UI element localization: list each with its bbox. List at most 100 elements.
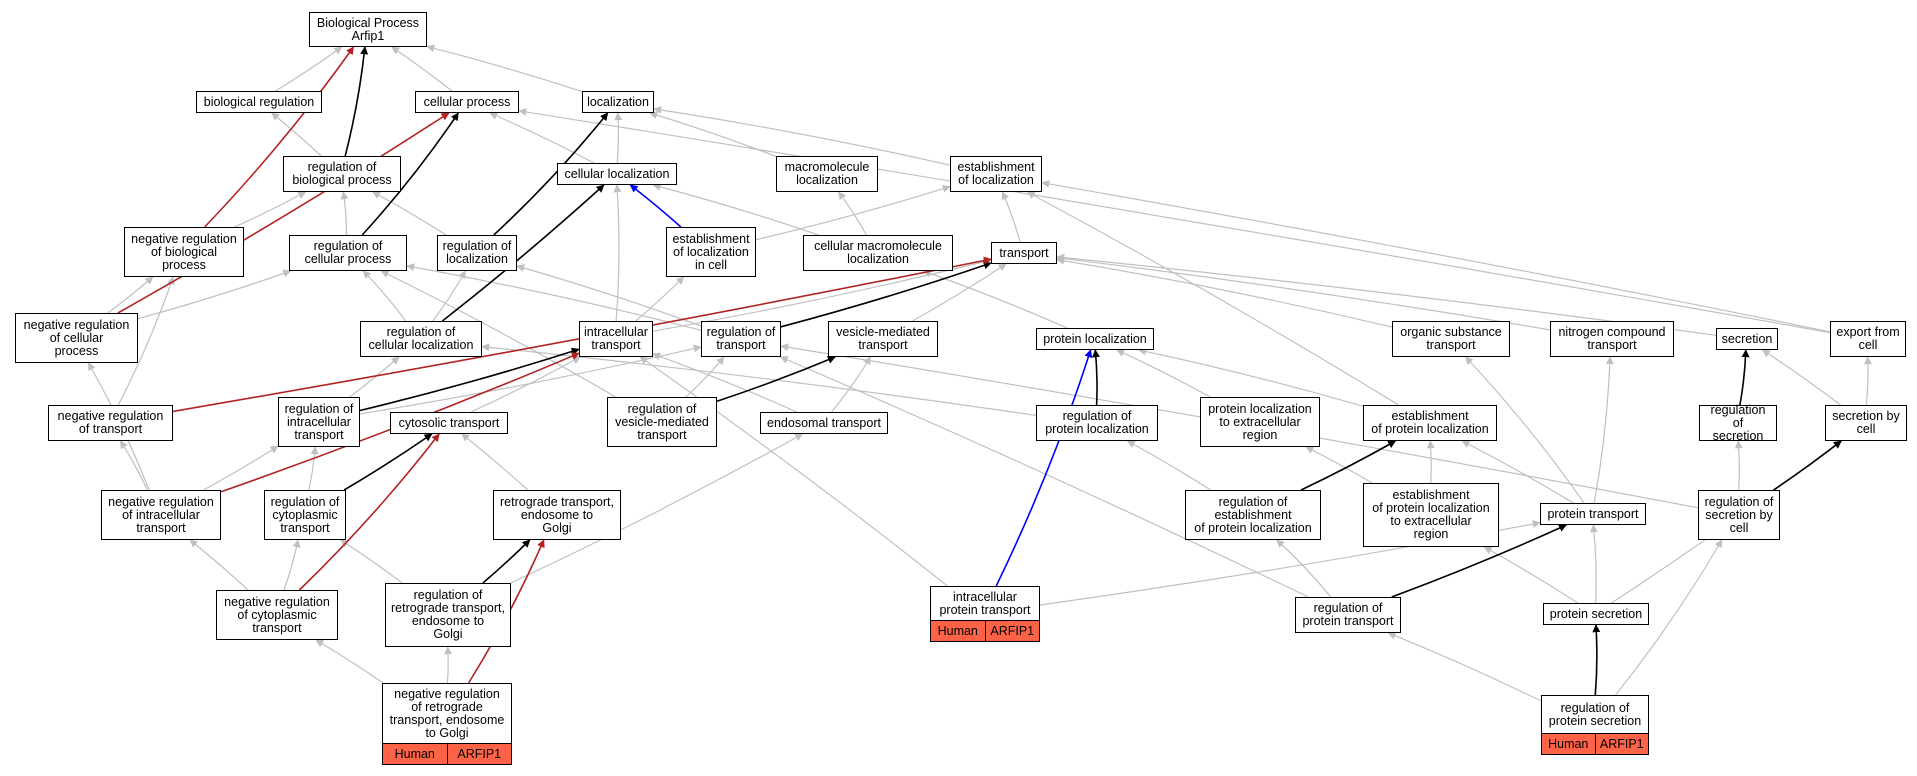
edge-is-a [831, 356, 871, 413]
node-regestprot[interactable]: regulation of establishment of protein l… [1185, 490, 1321, 540]
node-cellproc[interactable]: cellular process [415, 91, 519, 113]
node-negregretro[interactable]: negative regulation of retrograde transp… [382, 683, 512, 765]
edge-part-of [629, 184, 682, 228]
edge-negatively-regulates [117, 112, 450, 314]
node-negregcyto[interactable]: negative regulation of cytoplasmic trans… [216, 590, 338, 640]
node-cytotrans[interactable]: cytosolic transport [390, 412, 508, 434]
node-negregbio[interactable]: negative regulation of biological proces… [124, 227, 244, 277]
node-secbycell[interactable]: secretion by cell [1825, 405, 1907, 441]
edge-is-a [685, 356, 725, 398]
edge-is-a [1276, 539, 1332, 598]
node-negregcell[interactable]: negative regulation of cellular process [15, 313, 138, 363]
node-label: negative regulation of retrograde transp… [389, 686, 505, 740]
species-badge: Human [931, 621, 985, 641]
edge-regulates [1592, 624, 1601, 696]
edge-is-a [340, 191, 349, 236]
node-regcyto[interactable]: regulation of cytoplasmic transport [264, 490, 346, 540]
edge-is-a [271, 112, 322, 157]
node-cellmacroloc[interactable]: cellular macromolecule localization [803, 235, 953, 271]
node-transport[interactable]: transport [991, 242, 1057, 264]
node-negregintra[interactable]: negative regulation of intracellular tra… [101, 490, 221, 540]
node-biolreg[interactable]: biological regulation [196, 91, 322, 113]
edge-negatively-regulates [298, 433, 440, 591]
node-regsec[interactable]: regulation of secretion [1699, 403, 1777, 442]
edge-is-a [613, 184, 622, 322]
edge-is-a [755, 184, 951, 241]
edge-is-a [1761, 349, 1841, 406]
edge-is-a [470, 356, 581, 413]
edge-regulates [361, 112, 459, 236]
node-regintra[interactable]: regulation of intracellular transport [278, 397, 360, 447]
node-protloc[interactable]: protein localization [1036, 328, 1154, 350]
node-orgsub[interactable]: organic substance transport [1392, 321, 1510, 357]
node-exportcell[interactable]: export from cell [1830, 321, 1906, 357]
node-protsec[interactable]: protein secretion [1543, 603, 1649, 625]
edge-regulates [716, 356, 836, 403]
node-cellloc[interactable]: cellular localization [557, 163, 677, 185]
edge-is-a [1138, 347, 1364, 407]
node-protlocextra[interactable]: protein localization to extracellular re… [1200, 397, 1320, 447]
species-badge: Human [383, 744, 447, 764]
node-negregtrans[interactable]: negative regulation of transport [48, 405, 173, 441]
edge-is-a [359, 344, 702, 415]
node-regcellloc[interactable]: regulation of cellular localization [360, 321, 482, 357]
edge-is-a [1001, 191, 1021, 243]
edge-is-a [912, 263, 1007, 322]
node-vesmed[interactable]: vesicle-mediated transport [828, 321, 938, 357]
edge-is-a [1483, 546, 1579, 604]
edge-is-a [117, 276, 175, 406]
edge-regulates [343, 433, 433, 491]
edge-is-a [653, 106, 951, 166]
edge-is-a [426, 44, 583, 93]
node-estprotloc[interactable]: establishment of protein localization [1363, 405, 1497, 441]
node-label: regulation of protein secretion [1548, 700, 1642, 728]
edge-is-a [1126, 440, 1211, 491]
node-regcell[interactable]: regulation of cellular process [289, 235, 407, 271]
edge-regulates [359, 347, 580, 412]
edge-is-a [1615, 539, 1723, 696]
node-regloc[interactable]: regulation of localization [437, 235, 517, 271]
edge-is-a [308, 446, 319, 491]
edge-is-a [649, 111, 777, 157]
edge-is-a [1116, 349, 1211, 398]
edge-regulates [493, 112, 609, 236]
node-regsecbycell[interactable]: regulation of secretion by cell [1698, 490, 1780, 540]
node-regprotloc[interactable]: regulation of protein localization [1036, 405, 1158, 441]
node-endotrans[interactable]: endosomal transport [760, 412, 888, 434]
edge-is-a [516, 264, 702, 327]
node-prottrans[interactable]: protein transport [1540, 503, 1646, 525]
edge-is-a [1305, 446, 1373, 484]
node-macroloc[interactable]: macromolecule localization [776, 156, 878, 192]
node-retro[interactable]: retrograde transport, endosome to Golgi [493, 490, 621, 540]
edge-regulates [1773, 440, 1842, 491]
node-regtrans[interactable]: regulation of transport [701, 321, 781, 357]
node-nitro[interactable]: nitrogen compound transport [1550, 321, 1674, 357]
gene-badge: ARFIP1 [1594, 734, 1648, 754]
edge-part-of [995, 349, 1093, 587]
edge-regulates [441, 184, 605, 322]
node-estlocincell[interactable]: establishment of localization in cell [666, 227, 756, 277]
edge-is-a [838, 191, 867, 236]
node-bp[interactable]: Biological Process Arfip1 [309, 12, 427, 47]
node-regprottrans[interactable]: regulation of protein transport [1295, 597, 1401, 633]
edge-is-a [1461, 440, 1574, 504]
node-secretion[interactable]: secretion [1716, 328, 1778, 350]
node-estloc[interactable]: establishment of localization [950, 156, 1042, 192]
gene-badge: ARFIP1 [984, 621, 1039, 641]
edge-is-a [639, 356, 948, 587]
edge-regulates [1391, 524, 1568, 598]
node-localization[interactable]: localization [582, 91, 654, 113]
edge-is-a [518, 107, 1831, 334]
edge-is-a [234, 191, 307, 228]
node-regvesmed[interactable]: regulation of vesicle-mediated transport [607, 397, 717, 447]
node-regbio[interactable]: regulation of biological process [283, 156, 401, 192]
edge-is-a [1056, 256, 1393, 328]
edge-is-a [444, 646, 453, 684]
node-regretro[interactable]: regulation of retrograde transport, endo… [385, 583, 511, 647]
node-estprotlocextra[interactable]: establishment of protein localization to… [1363, 483, 1499, 547]
node-intratrans[interactable]: intracellular transport [579, 321, 653, 357]
